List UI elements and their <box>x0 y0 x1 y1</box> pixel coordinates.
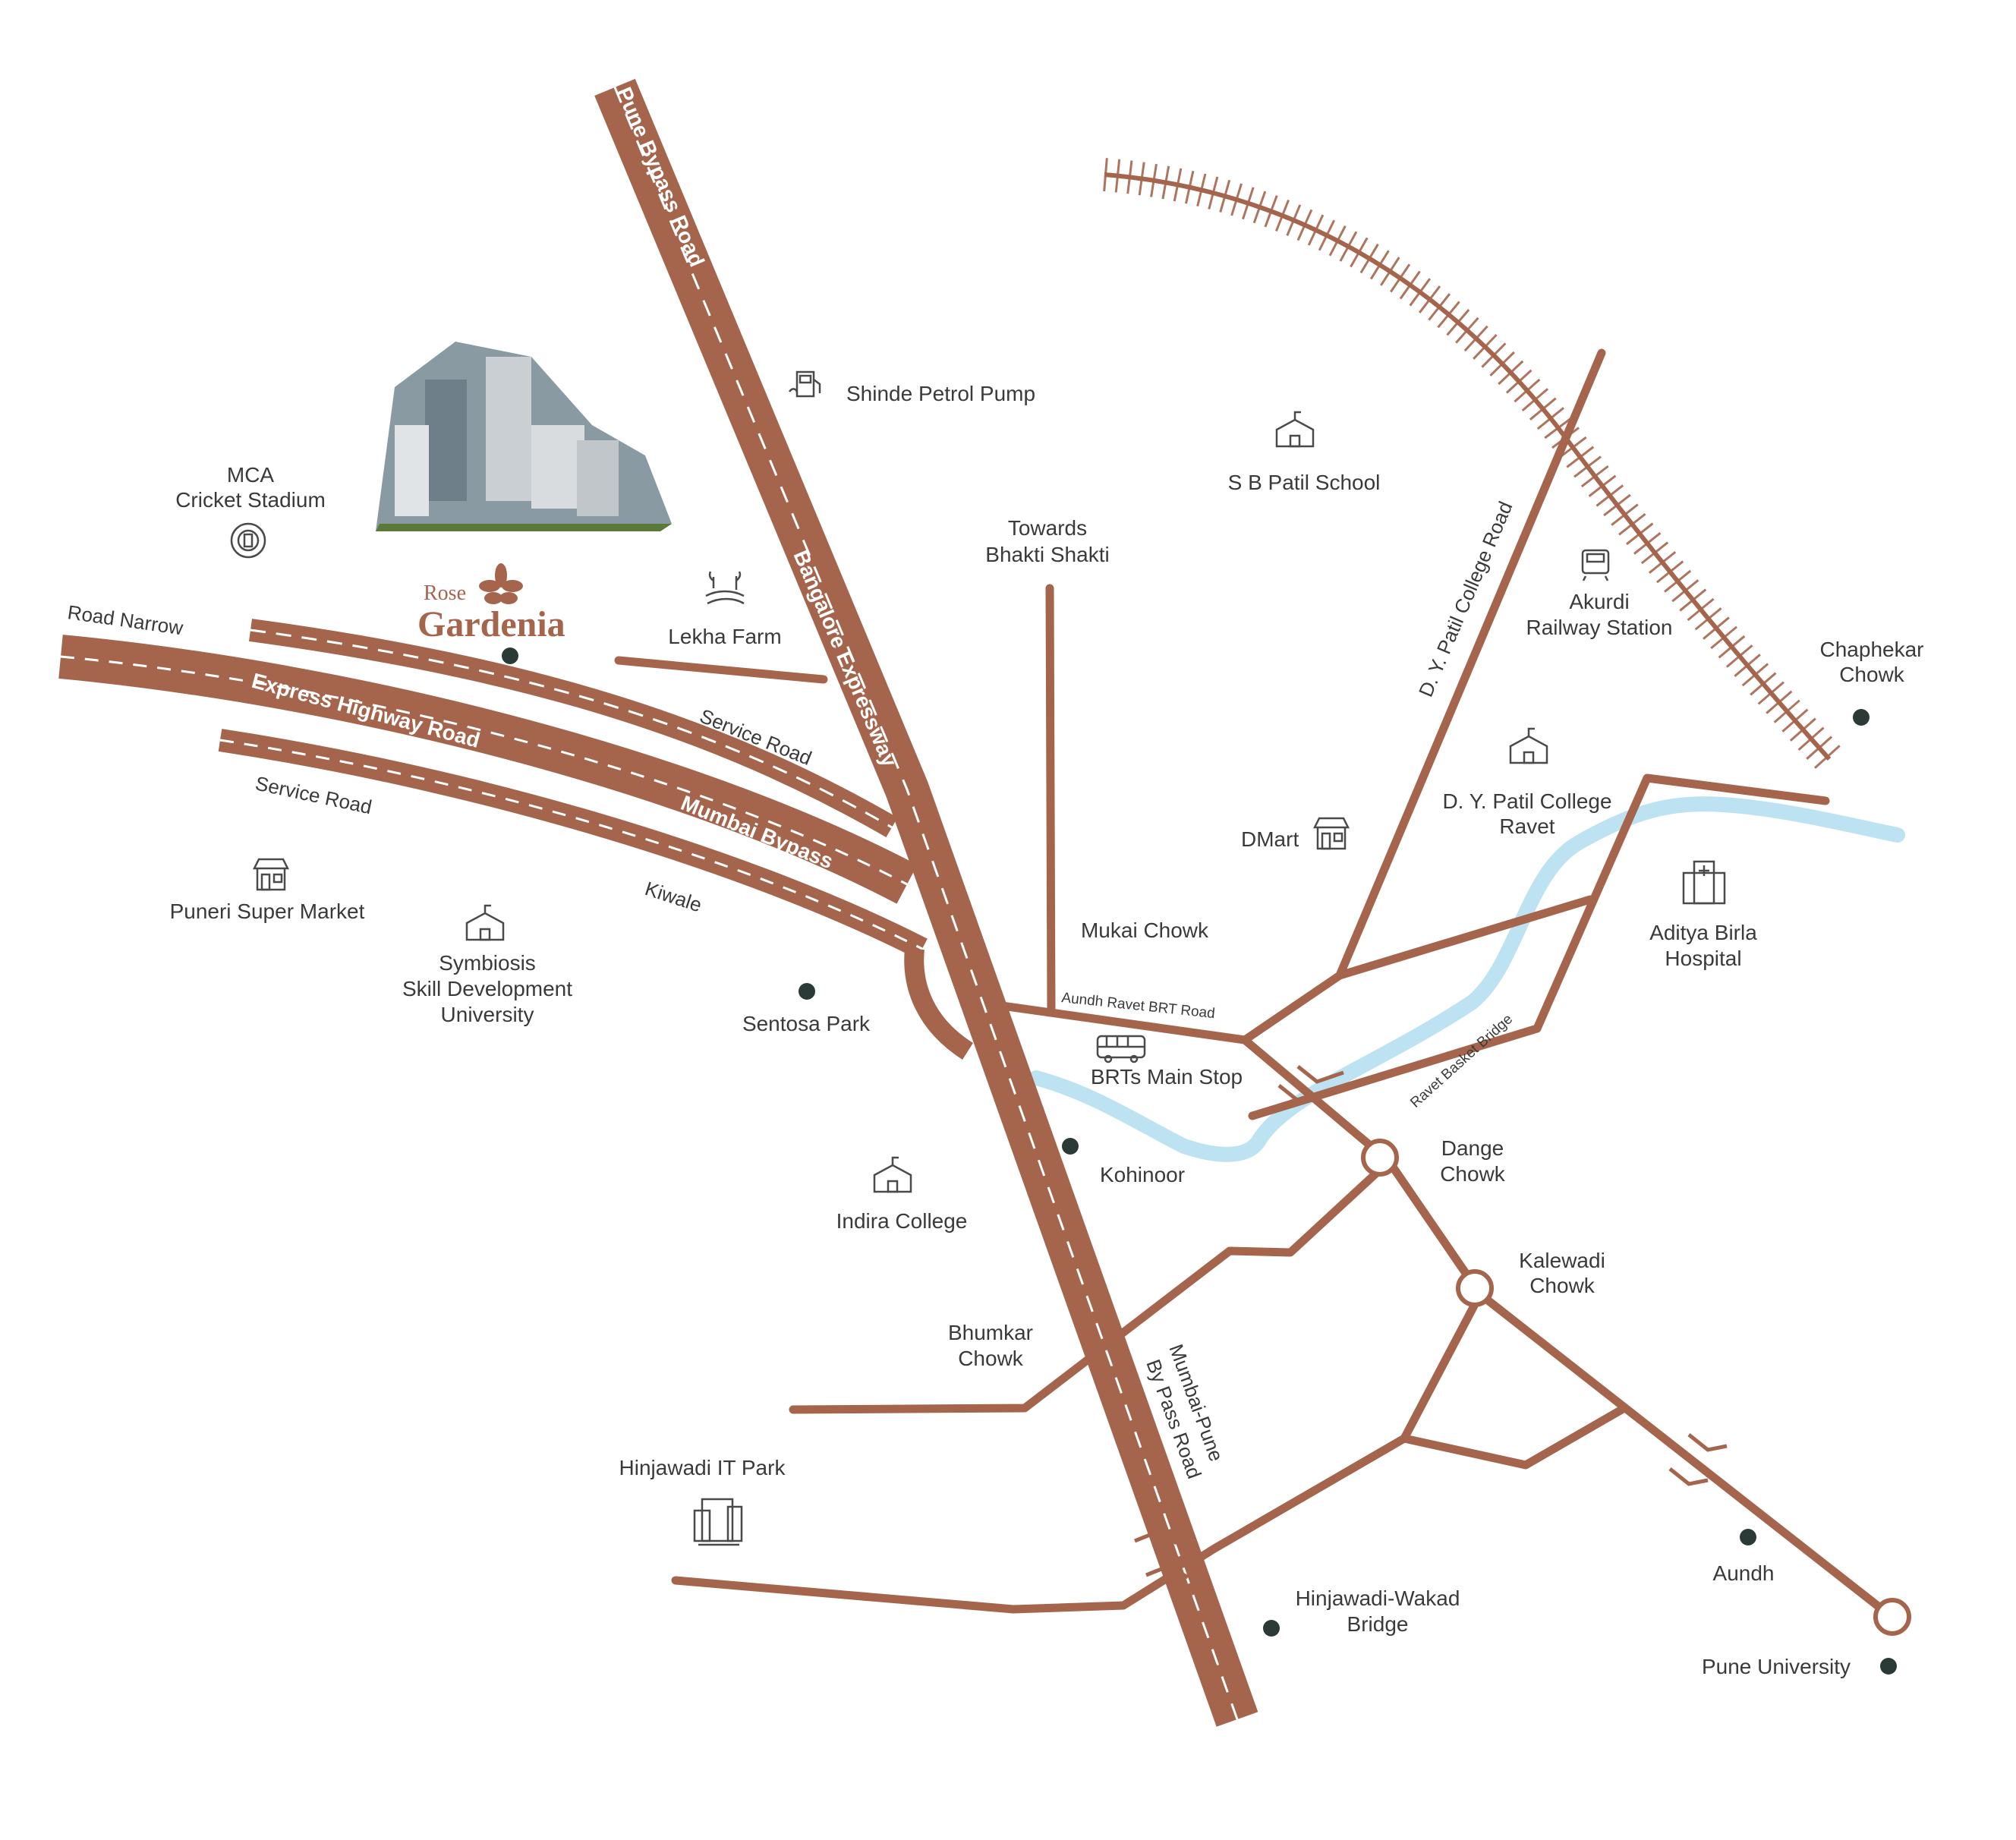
towards-label-2: Bhakti Shakti <box>985 543 1109 566</box>
kohinoor-dot <box>1062 1138 1079 1155</box>
hinjawadi-it-label: Hinjawadi IT Park <box>619 1456 786 1479</box>
bhumkar-label-1: Bhumkar <box>948 1321 1033 1344</box>
bangalore-exp-label: Bangalore Expressway <box>789 547 901 770</box>
ravet-basket-bridge-road <box>1248 773 1830 1120</box>
train-icon <box>1581 549 1610 581</box>
mca-label-2: Cricket Stadium <box>175 488 326 512</box>
aundh-label: Aundh <box>1713 1561 1775 1585</box>
symbiosis-label-1: Symbiosis <box>439 951 536 975</box>
school-icon <box>465 904 505 941</box>
dy-patil-college-road <box>1335 348 1606 980</box>
dmart-label: DMart <box>1241 827 1299 851</box>
dy-ravet-label-1: D. Y. Patil College <box>1442 789 1611 813</box>
highways-west <box>58 619 974 1060</box>
aditya-label-2: Hospital <box>1665 947 1741 970</box>
aundh-dot <box>1740 1529 1756 1545</box>
road-narrow-label: Road Narrow <box>66 600 184 639</box>
dange-label-2: Chowk <box>1440 1162 1506 1186</box>
highway-interchange-curve <box>904 947 974 1060</box>
akurdi-label-2: Railway Station <box>1526 616 1673 639</box>
aditya-label-1: Aditya Birla <box>1649 921 1757 944</box>
sentosa-dot <box>799 983 815 1000</box>
store-icon <box>1312 817 1350 850</box>
kalewadi-chowk-junction <box>1456 1269 1494 1307</box>
dange-chowk-junction <box>1361 1139 1399 1177</box>
indira-label: Indira College <box>836 1209 968 1233</box>
secondary-roads <box>614 348 1906 1629</box>
pune-bypass-road <box>594 78 1258 1727</box>
hospital-icon <box>1682 860 1726 905</box>
kalewadi-label-2: Chowk <box>1529 1274 1595 1297</box>
hw-bridge-label-2: Bridge <box>1347 1612 1409 1636</box>
service-road-lower-label: Service Road <box>254 772 374 819</box>
rose-gardenia-dot <box>502 647 518 664</box>
symbiosis-label-3: University <box>441 1003 534 1026</box>
brts-label: BRTs Main Stop <box>1091 1065 1243 1089</box>
school-icon <box>873 1156 912 1193</box>
kalewadi-hinjawadi-road <box>671 1290 1485 1614</box>
brand-gardenia: Gardenia <box>417 604 565 644</box>
chaphekar-dot <box>1853 709 1870 726</box>
kohinoor-label: Kohinoor <box>1100 1163 1185 1186</box>
bus-icon <box>1096 1035 1146 1063</box>
hw-bridge-dot <box>1263 1620 1280 1637</box>
bhumkar-road <box>789 1157 1394 1414</box>
puneri-label: Puneri Super Market <box>170 900 365 923</box>
link-road <box>1400 1404 1629 1470</box>
aundh-ravet-brt-road <box>997 895 1595 1044</box>
chaphekar-label-2: Chowk <box>1839 663 1905 686</box>
project-building-illustration <box>376 342 672 531</box>
towards-label-1: Towards <box>1008 516 1087 540</box>
pune-univ-label: Pune University <box>1702 1655 1851 1678</box>
stadium-icon <box>230 522 266 559</box>
railway-track <box>1103 158 1842 770</box>
akurdi-label-1: Akurdi <box>1569 590 1629 613</box>
towards-bhakti-shakti-road <box>1045 584 1056 1014</box>
chaphekar-label-1: Chaphekar <box>1820 638 1924 661</box>
service-road-lower <box>218 729 928 959</box>
location-dots <box>502 647 1897 1675</box>
pune-university-junction <box>1873 1598 1911 1636</box>
dange-label-1: Dange <box>1441 1136 1504 1160</box>
sentosa-label: Sentosa Park <box>742 1012 871 1035</box>
river <box>1028 796 1905 1162</box>
dy-ravet-label-2: Ravet <box>1499 814 1555 838</box>
symbiosis-label-2: Skill Development <box>402 977 572 1000</box>
kalewadi-label-1: Kalewadi <box>1519 1249 1605 1272</box>
mukai-label: Mukai Chowk <box>1081 918 1209 942</box>
hw-bridge-label-1: Hinjawadi-Wakad <box>1296 1586 1460 1610</box>
farm-icon <box>705 571 745 605</box>
petrol-pump-icon <box>788 370 821 398</box>
school-icon <box>1509 727 1548 764</box>
shinde-petrol-label: Shinde Petrol Pump <box>846 382 1035 405</box>
lekha-farm-road <box>614 656 828 684</box>
mca-label-1: MCA <box>227 463 275 487</box>
school-icon <box>1275 411 1315 448</box>
bridge-marks <box>1134 1065 1728 1580</box>
brand-rose: Rose <box>424 581 466 605</box>
sb-patil-label: S B Patil School <box>1228 471 1381 494</box>
kiwale-label: Kiwale <box>642 877 704 916</box>
dange-kalewadi-road <box>1240 1035 1906 1629</box>
store-icon <box>252 858 290 891</box>
pune-univ-dot <box>1880 1658 1897 1675</box>
bhumkar-label-2: Chowk <box>958 1347 1024 1370</box>
flower-logo-icon <box>479 563 523 604</box>
office-building-icon <box>693 1498 743 1546</box>
lekha-farm-label: Lekha Farm <box>668 625 781 648</box>
